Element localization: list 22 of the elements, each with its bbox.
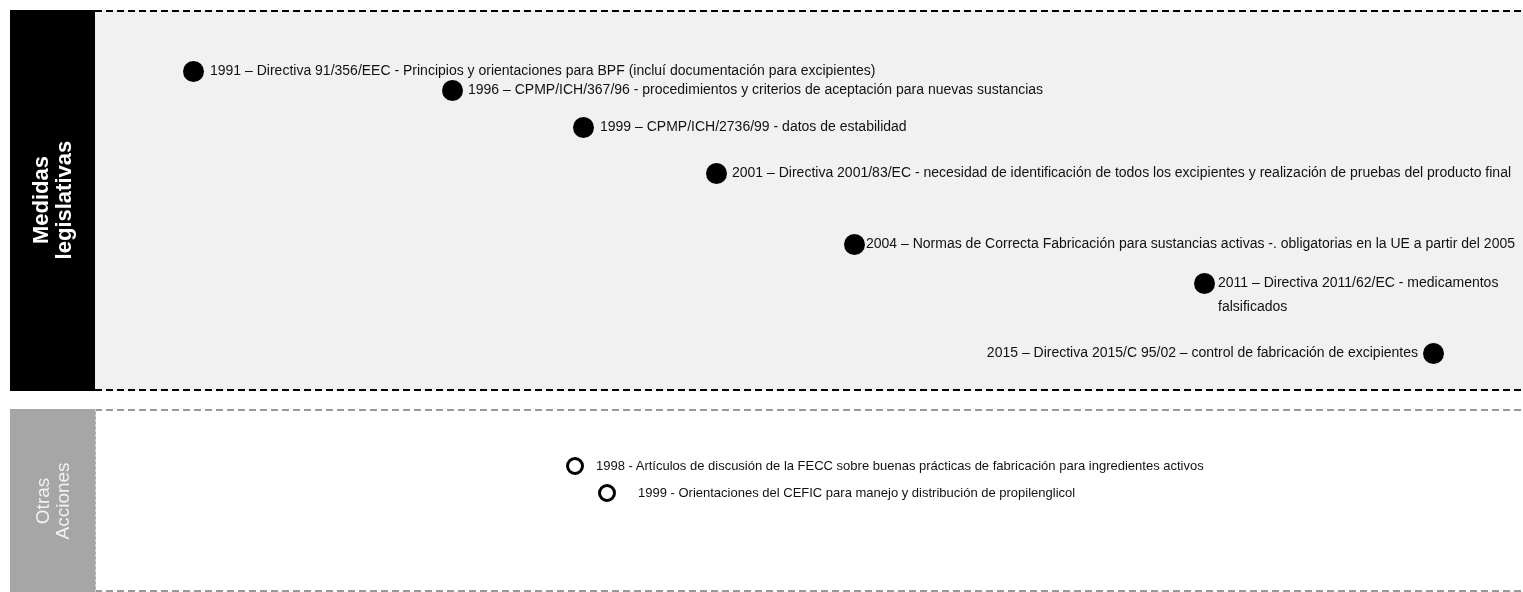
timeline-band [10, 10, 1523, 391]
dot-marker [1422, 342, 1444, 364]
event-text: 2015 – Directiva 2015/C 95/02 – control de fabricación de excipientes [985, 343, 1418, 363]
event-text: 2001 – Directiva 2001/83/EC - necesidad de identificación de todos los excipientes y realización de pruebas del producto final [732, 163, 1513, 183]
ring-marker [598, 484, 616, 502]
event-text: 1999 - Orientaciones del CEFIC para manejo y distribución de propilenglicol [638, 483, 1077, 502]
dot-marker [572, 116, 594, 138]
band-header: Medidas legislativas [10, 10, 95, 391]
event-text: 2004 – Normas de Correcta Fabricación para sustancias activas -. obligatorias en la UE a partir del 2005 [866, 234, 1516, 254]
event-text: 1999 – CPMP/ICH/2736/99 - datos de estabilidad [600, 117, 908, 137]
dot-marker [843, 233, 865, 255]
event-text: 1991 – Directiva 91/356/EEC - Principios y orientaciones para BPF (incluí documentación para excipientes) [210, 61, 877, 81]
event-text: 1998 - Artículos de discusión de la FECC sobre buenas prácticas de fabricación para ingredientes activos [596, 456, 1205, 475]
dot-marker [441, 79, 463, 101]
dot-marker [705, 162, 727, 184]
dot-marker [182, 60, 204, 82]
event-text: 2011 – Directiva 2011/62/EC - medicamentos falsificados [1218, 273, 1500, 316]
dot-marker [1193, 272, 1215, 294]
event-text: 1996 – CPMP/ICH/367/96 - procedimientos y criterios de aceptación para nuevas sustancias [468, 80, 1045, 100]
ring-marker [566, 457, 584, 475]
timeline-band [10, 409, 1523, 592]
band-header: Otras Acciones [10, 409, 96, 592]
